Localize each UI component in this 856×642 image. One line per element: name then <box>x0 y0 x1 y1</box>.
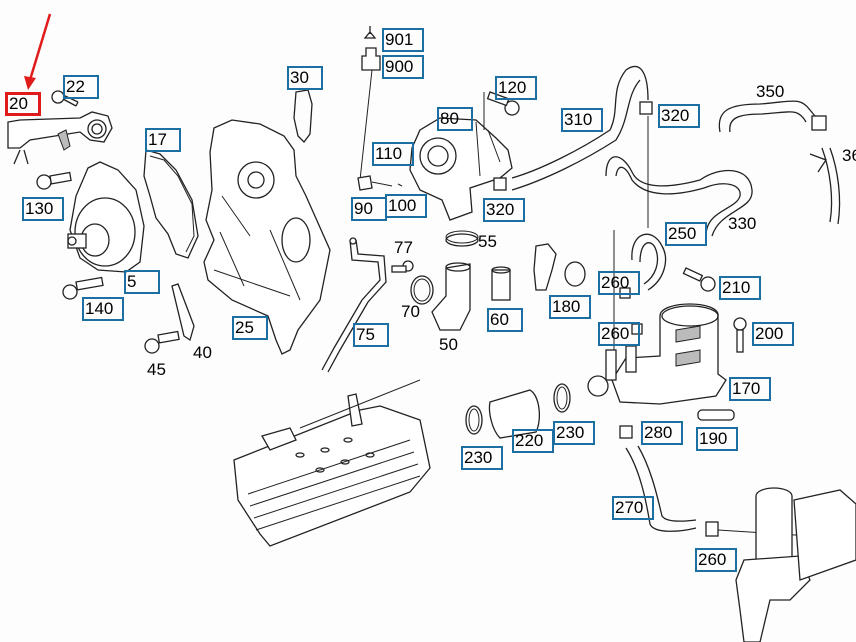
connector-900[interactable] <box>359 47 381 181</box>
callout-260-upper[interactable]: 260 <box>598 271 640 295</box>
coolant-pipe-20[interactable] <box>7 111 113 165</box>
callout-100[interactable]: 100 <box>385 194 427 218</box>
bolt-210[interactable] <box>682 267 716 292</box>
callout-20-selected[interactable]: 20 <box>5 92 41 116</box>
hose-270[interactable] <box>625 445 697 532</box>
callout-210[interactable]: 210 <box>719 276 761 300</box>
callout-36x[interactable]: 36 <box>842 146 856 165</box>
bolt-77[interactable] <box>391 260 414 273</box>
callout-320-lower[interactable]: 320 <box>483 198 525 222</box>
callout-140[interactable]: 140 <box>82 297 124 321</box>
callout-45[interactable]: 45 <box>147 360 166 379</box>
bolt-45[interactable] <box>144 330 180 354</box>
callout-170[interactable]: 170 <box>729 377 771 401</box>
timing-housing-25[interactable] <box>203 119 331 355</box>
sensor-90[interactable] <box>357 175 403 191</box>
callout-220[interactable]: 220 <box>512 429 554 453</box>
callout-77[interactable]: 77 <box>394 238 413 257</box>
callout-130[interactable]: 130 <box>22 197 64 221</box>
hose-310[interactable] <box>511 65 649 191</box>
callout-330[interactable]: 330 <box>728 214 757 233</box>
gasket-17[interactable] <box>143 149 199 259</box>
egr-cooler[interactable] <box>233 379 431 547</box>
water-pump-5[interactable] <box>67 161 145 273</box>
elbow-50[interactable] <box>431 262 471 331</box>
bolt-200[interactable] <box>733 317 747 353</box>
oil-filter-housing[interactable] <box>735 487 856 642</box>
callout-25[interactable]: 25 <box>232 316 268 340</box>
hose-220[interactable] <box>488 389 541 439</box>
hose-190[interactable] <box>697 409 735 421</box>
callout-80[interactable]: 80 <box>437 107 473 131</box>
callout-90[interactable]: 90 <box>351 197 387 221</box>
callout-260-middle[interactable]: 260 <box>598 322 640 346</box>
callout-260-lower[interactable]: 260 <box>695 548 737 572</box>
callout-320-upper[interactable]: 320 <box>658 104 700 128</box>
callout-40[interactable]: 40 <box>193 343 212 362</box>
callout-901[interactable]: 901 <box>382 28 424 52</box>
callout-900[interactable]: 900 <box>382 55 424 79</box>
clamp-70[interactable] <box>410 275 434 305</box>
connector-901[interactable] <box>363 26 377 39</box>
hose-350[interactable] <box>718 100 827 133</box>
callout-270[interactable]: 270 <box>612 496 654 520</box>
callout-50[interactable]: 50 <box>439 335 458 354</box>
callout-230-right[interactable]: 230 <box>553 421 595 445</box>
callout-250[interactable]: 250 <box>665 222 707 246</box>
callout-190[interactable]: 190 <box>696 427 738 451</box>
callout-120[interactable]: 120 <box>495 76 537 100</box>
callout-350[interactable]: 350 <box>756 82 785 101</box>
pipe-75[interactable] <box>321 237 387 373</box>
callout-280[interactable]: 280 <box>641 421 683 445</box>
clamp-230b[interactable] <box>553 383 571 413</box>
callout-55[interactable]: 55 <box>478 232 497 251</box>
callout-70[interactable]: 70 <box>401 302 420 321</box>
bolt-130[interactable] <box>36 171 72 190</box>
pipe-36x[interactable] <box>809 147 841 225</box>
clamp-230a[interactable] <box>465 405 483 435</box>
hose-250[interactable] <box>613 230 667 370</box>
callout-30[interactable]: 30 <box>287 66 323 90</box>
clip-280[interactable] <box>619 425 633 439</box>
callout-200[interactable]: 200 <box>752 322 794 346</box>
hose-330[interactable] <box>605 156 753 237</box>
clamp-55[interactable] <box>445 230 479 247</box>
gasket-30[interactable] <box>293 89 313 143</box>
callout-110[interactable]: 110 <box>372 142 414 166</box>
callout-17[interactable]: 17 <box>145 128 181 152</box>
bolt-22[interactable] <box>51 90 79 107</box>
bolt-140[interactable] <box>62 276 104 300</box>
seal-40[interactable] <box>171 283 195 342</box>
thermostat-housing-80[interactable] <box>409 92 513 221</box>
callout-75[interactable]: 75 <box>353 323 389 347</box>
clip-320[interactable] <box>493 101 653 228</box>
callout-22[interactable]: 22 <box>63 75 99 99</box>
callout-230-left[interactable]: 230 <box>461 446 503 470</box>
callout-180[interactable]: 180 <box>549 295 591 319</box>
callout-310[interactable]: 310 <box>561 108 603 132</box>
sleeve-60[interactable] <box>491 266 511 301</box>
pump-housing-170[interactable] <box>587 303 727 405</box>
callout-60[interactable]: 60 <box>487 308 523 332</box>
fitting-180[interactable] <box>533 243 586 291</box>
callout-5[interactable]: 5 <box>124 270 160 294</box>
selection-arrow-icon <box>24 13 52 90</box>
